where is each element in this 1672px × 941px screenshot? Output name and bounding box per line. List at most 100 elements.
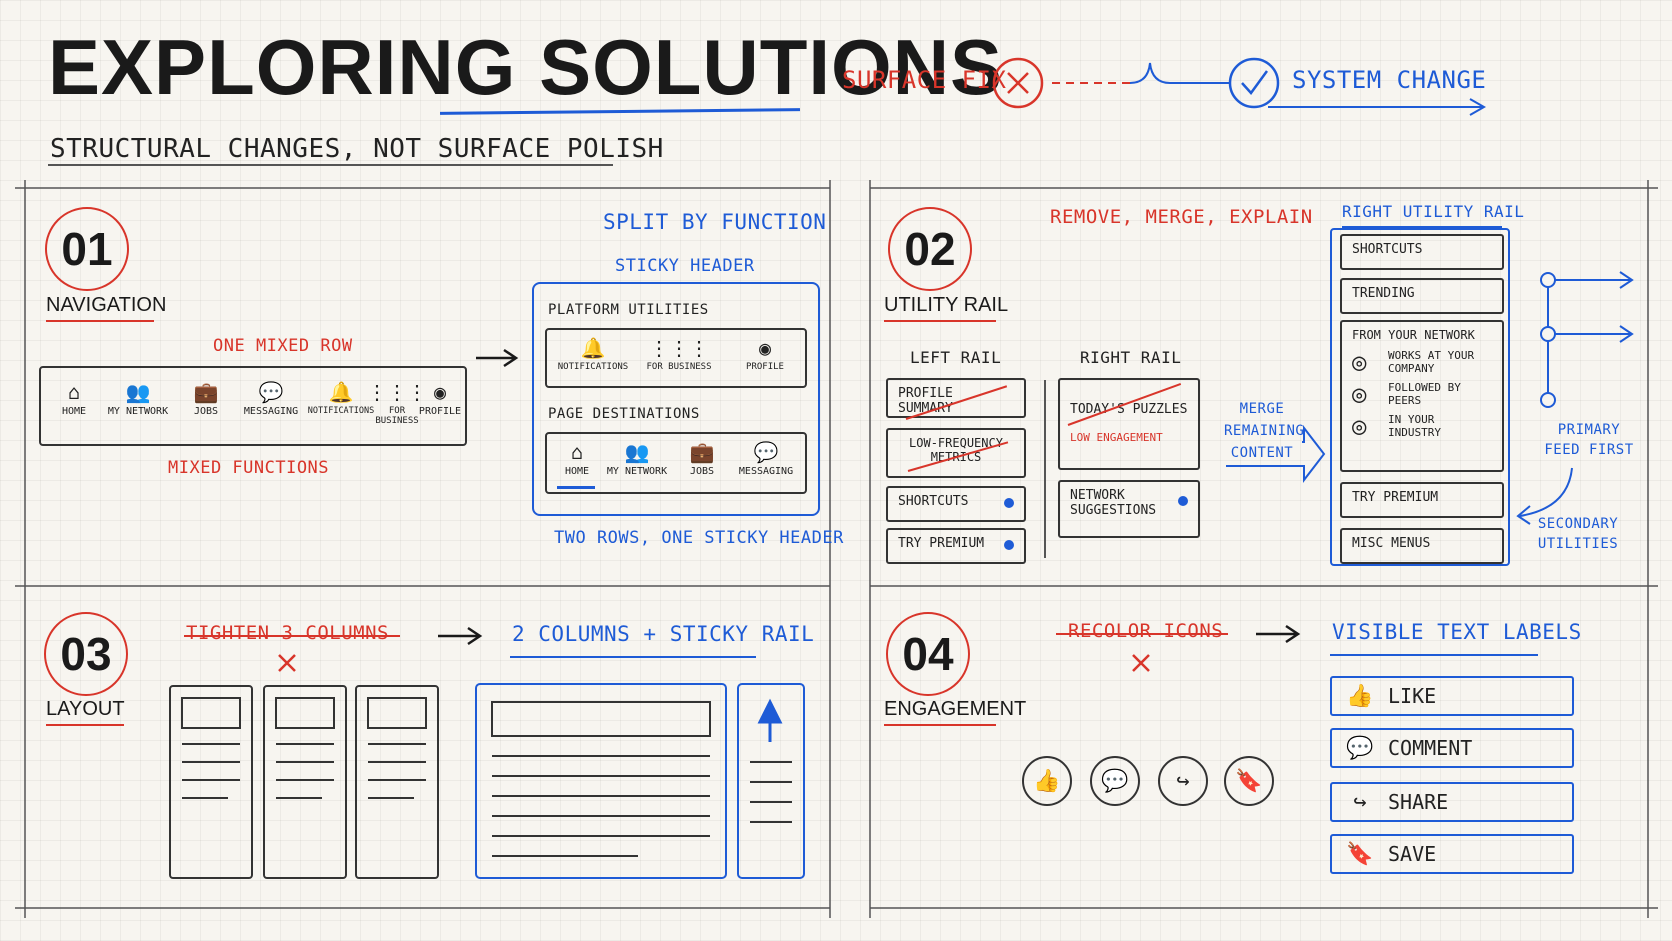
rail-item-label: TRY PREMIUM: [898, 536, 985, 551]
utility-label: FOR BUSINESS: [646, 362, 712, 372]
comment-button[interactable]: 💬COMMENT: [1330, 728, 1574, 768]
right-rail-label: RIGHT RAIL: [1080, 348, 1182, 367]
utility-try-premium: TRY PREMIUM: [1340, 482, 1504, 518]
rail-item-label: LOW-FREQUENCY METRICS: [909, 436, 1003, 464]
merge-arrow-icon: [1226, 425, 1326, 483]
arrow-right-icon: [438, 626, 483, 646]
arrow-right-icon: [1268, 98, 1487, 116]
rail-item-label: SHORTCUTS: [898, 494, 969, 509]
right-utility-rail-label: RIGHT UTILITY RAIL: [1342, 202, 1525, 221]
action-label: LIKE: [1388, 684, 1437, 708]
nav-item-label: NOTIFICATIONS: [307, 406, 375, 416]
fix-vs-change-diagram: [992, 57, 1487, 116]
platform-utilities-row: 🔔 NOTIFICATIONS ⋮⋮⋮FOR BUSINESS ◉PROFILE: [545, 328, 807, 388]
rail-item-label: NETWORK SUGGESTIONS: [1070, 488, 1157, 518]
remove-merge-label: REMOVE, MERGE, EXPLAIN: [1050, 206, 1313, 228]
check-circle-icon: [1228, 57, 1280, 109]
rail-item-label: TRY PREMIUM: [1352, 490, 1439, 505]
destination-my-network[interactable]: 👥MY NETWORK: [601, 440, 673, 477]
chat-bubble-icon: 💬: [753, 440, 779, 464]
page-destinations-label: PAGE DESTINATIONS: [548, 406, 700, 422]
arrow-right-icon: [1256, 624, 1301, 644]
utility-label: PROFILE: [746, 362, 784, 372]
nav-item-jobs[interactable]: 💼JOBS: [181, 380, 231, 417]
curved-arrow-icon: [1516, 467, 1573, 525]
avatar-icon: ◎: [1352, 412, 1367, 440]
surface-fix-label: SURFACE FIX: [842, 66, 1007, 94]
save-button[interactable]: 🔖SAVE: [1330, 834, 1574, 874]
label-underline: [1330, 654, 1538, 656]
page-destinations-row: ⌂HOME 👥MY NETWORK 💼JOBS 💬MESSAGING: [545, 432, 807, 494]
nav-item-label: PROFILE: [418, 406, 462, 417]
nav-item-my-network[interactable]: 👥MY NETWORK: [99, 380, 177, 417]
two-rows-label: TWO ROWS, ONE STICKY HEADER: [554, 528, 844, 548]
nav-item-notifications[interactable]: 🔔NOTIFICATIONS: [305, 380, 377, 416]
network-row: ◎FOLLOWED BY PEERS: [1352, 380, 1492, 408]
from-your-network-card: FROM YOUR NETWORK ◎WORKS AT YOUR COMPANY…: [1340, 320, 1504, 472]
destination-messaging[interactable]: 💬MESSAGING: [729, 440, 803, 477]
mixed-functions-label: MIXED FUNCTIONS: [168, 458, 330, 478]
pushpin-icon: [757, 698, 783, 742]
sticky-header-label: STICKY HEADER: [615, 256, 755, 276]
utility-notifications[interactable]: 🔔 NOTIFICATIONS: [553, 336, 633, 372]
destination-jobs[interactable]: 💼JOBS: [679, 440, 725, 477]
share-button[interactable]: ↪SHARE: [1330, 782, 1574, 822]
network-row: ◎WORKS AT YOUR COMPANY: [1352, 348, 1492, 376]
labeled-actions-list: 👍 LIKE 💬COMMENT ↪SHARE 🔖SAVE: [1330, 676, 1574, 884]
comment-icon-button[interactable]: 💬: [1090, 756, 1140, 806]
section-number-02: 02: [888, 207, 972, 291]
share-icon-button[interactable]: ↪: [1158, 756, 1208, 806]
low-engagement-note: LOW ENGAGEMENT: [1070, 431, 1163, 444]
section-label-navigation: NAVIGATION: [46, 294, 167, 316]
like-icon-button[interactable]: 👍: [1022, 756, 1072, 806]
destination-label: MY NETWORK: [606, 466, 668, 477]
bookmark-icon: 🔖: [1346, 841, 1374, 867]
destination-home[interactable]: ⌂HOME: [555, 440, 599, 477]
utility-for-business[interactable]: ⋮⋮⋮FOR BUSINESS: [639, 336, 719, 372]
nav-item-messaging[interactable]: 💬MESSAGING: [235, 380, 307, 417]
three-column-wireframe: [169, 685, 439, 879]
nav-item-label: HOME: [61, 406, 87, 417]
rail-divider: [1044, 380, 1046, 558]
save-icon-button[interactable]: 🔖: [1224, 756, 1274, 806]
check-mark-icon: [1241, 70, 1269, 95]
right-rail-network-suggestions: NETWORK SUGGESTIONS: [1058, 480, 1200, 538]
utility-label: NOTIFICATIONS: [557, 362, 629, 372]
chat-bubble-icon: 💬: [258, 380, 284, 404]
page-subtitle: STRUCTURAL CHANGES, NOT SURFACE POLISH: [50, 134, 664, 164]
rail-item-label: TODAY'S PUZZLES: [1070, 402, 1188, 417]
rail-item-label: MISC MENUS: [1352, 536, 1431, 551]
nav-item-for-business[interactable]: ⋮⋮⋮FOR BUSINESS: [367, 380, 427, 426]
bell-icon: 🔔: [580, 336, 606, 360]
briefcase-icon: 💼: [689, 440, 715, 464]
section-underline: [884, 320, 996, 322]
nav-item-home[interactable]: ⌂HOME: [49, 380, 99, 417]
section-underline: [46, 724, 124, 726]
action-label: COMMENT: [1388, 736, 1473, 760]
people-icon: 👥: [125, 380, 151, 404]
thumbs-up-icon: 👍: [1346, 683, 1374, 709]
two-column-wireframe: [475, 683, 805, 879]
arrow-right-icon: [476, 348, 519, 368]
section-underline: [46, 320, 154, 322]
visible-labels-label: VISIBLE TEXT LABELS: [1332, 620, 1582, 644]
destination-label: HOME: [564, 466, 590, 477]
utility-profile[interactable]: ◉PROFILE: [725, 336, 805, 372]
x-mark-icon: [1132, 654, 1150, 672]
utility-misc-menus: MISC MENUS: [1340, 528, 1504, 564]
x-circle-icon: [992, 57, 1044, 109]
tighten-columns-label: TIGHTEN 3 COLUMNS: [186, 622, 389, 644]
secondary-utilities-label: SECONDARY UTILITIES: [1537, 516, 1619, 552]
like-button[interactable]: 👍 LIKE: [1330, 676, 1574, 716]
platform-utilities-label: PLATFORM UTILITIES: [548, 302, 709, 318]
network-row-label: IN YOUR INDUSTRY: [1388, 413, 1441, 439]
layout-wireframes: [169, 683, 805, 879]
split-by-function-label: SPLIT BY FUNCTION: [603, 210, 827, 234]
section-number-01: 01: [45, 207, 129, 291]
x-mark-icon: [278, 654, 296, 672]
left-rail-try-premium: TRY PREMIUM: [886, 528, 1026, 564]
primary-feed-first-label: PRIMARY FEED FIRST: [1544, 422, 1634, 458]
nav-item-profile[interactable]: ◉PROFILE: [415, 380, 465, 417]
nav-item-label: FOR BUSINESS: [375, 406, 419, 426]
